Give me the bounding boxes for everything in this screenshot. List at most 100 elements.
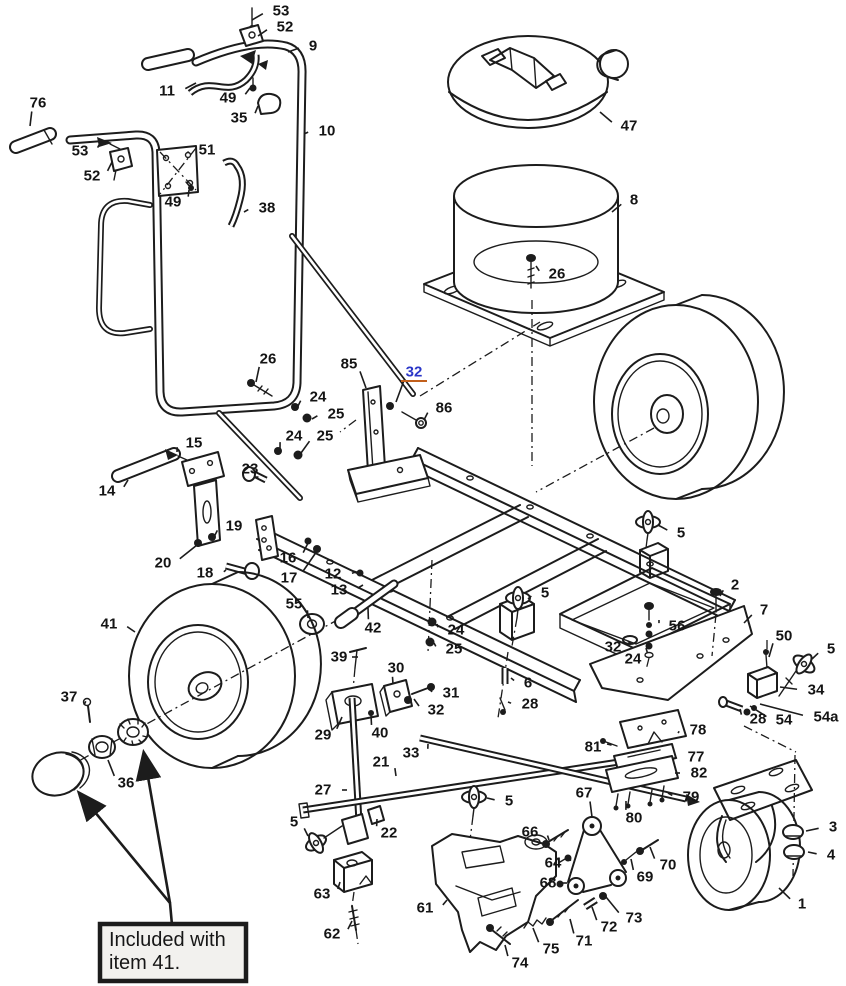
part-label-19: 19 bbox=[226, 518, 243, 535]
leader-line-16 bbox=[302, 542, 309, 553]
leader-line-38 bbox=[243, 208, 249, 213]
part-label-27: 27 bbox=[315, 782, 332, 799]
part-label-41: 41 bbox=[101, 616, 118, 633]
leader-line-14 bbox=[123, 479, 129, 488]
part-label-38: 38 bbox=[259, 200, 276, 217]
part-label-49-2: 49 bbox=[165, 194, 182, 211]
leader-line-77 bbox=[672, 757, 678, 760]
part-label-52: 52 bbox=[277, 19, 294, 36]
leader-line-41 bbox=[126, 625, 136, 633]
part-label-29: 29 bbox=[315, 727, 332, 744]
part-label-32-3: 32 bbox=[605, 639, 622, 656]
part-label-5-4: 5 bbox=[290, 814, 298, 831]
part-label-86: 86 bbox=[436, 400, 453, 417]
part-label-37: 37 bbox=[61, 689, 78, 706]
leader-line-30 bbox=[391, 676, 394, 685]
leader-line-81 bbox=[606, 743, 612, 746]
part-label-74: 74 bbox=[512, 955, 529, 972]
leader-line-52-2 bbox=[106, 161, 113, 172]
part-label-25-2: 25 bbox=[317, 428, 334, 445]
part-label-72: 72 bbox=[601, 919, 618, 936]
part-label-53: 53 bbox=[273, 3, 290, 20]
part-label-39: 39 bbox=[331, 649, 348, 666]
note-box: Included with item 41. bbox=[76, 748, 249, 984]
part-label-34: 34 bbox=[808, 682, 825, 699]
part-label-18: 18 bbox=[197, 565, 214, 582]
leader-line-24-4 bbox=[645, 647, 649, 654]
leader-line-79 bbox=[667, 792, 673, 797]
leader-line-61 bbox=[442, 899, 448, 906]
leader-line-49-2 bbox=[187, 189, 190, 197]
part-label-73: 73 bbox=[626, 910, 643, 927]
leader-line-32 bbox=[395, 379, 405, 403]
bracket-85 bbox=[339, 321, 541, 503]
part-label-25: 25 bbox=[328, 406, 345, 423]
leader-line-1 bbox=[778, 887, 791, 900]
leader-line-49 bbox=[244, 87, 251, 95]
leader-line-63 bbox=[337, 881, 341, 890]
leader-line-70 bbox=[649, 846, 656, 859]
drum-8 bbox=[423, 164, 665, 466]
part-label-8: 8 bbox=[630, 192, 638, 209]
note-rect bbox=[97, 921, 249, 984]
leader-line-76 bbox=[29, 111, 33, 127]
leader-line-69 bbox=[630, 858, 635, 871]
part-label-4: 4 bbox=[827, 847, 836, 864]
hub-cap bbox=[31, 751, 91, 797]
leader-line-78 bbox=[677, 730, 680, 734]
leader-line-71 bbox=[569, 918, 575, 934]
leader-line-73 bbox=[605, 896, 620, 914]
part-label-26-2: 26 bbox=[260, 351, 277, 368]
part-label-5-3: 5 bbox=[827, 641, 835, 658]
part-label-81: 81 bbox=[585, 739, 602, 756]
part-label-32[interactable]: 32 bbox=[406, 364, 423, 381]
leader-line-37 bbox=[83, 700, 87, 706]
note-line-2: item 41. bbox=[109, 952, 180, 974]
part-label-11: 11 bbox=[159, 83, 175, 100]
part-label-78: 78 bbox=[690, 722, 707, 739]
leader-line-7 bbox=[743, 614, 753, 624]
leader-line-86 bbox=[423, 412, 429, 421]
leader-line-40 bbox=[370, 714, 373, 725]
part-label-56: 56 bbox=[669, 618, 686, 635]
part-label-35: 35 bbox=[231, 110, 248, 127]
leader-line-12 bbox=[351, 571, 357, 574]
part-label-5: 5 bbox=[541, 585, 549, 602]
part-label-28: 28 bbox=[750, 711, 767, 728]
part-label-67: 67 bbox=[576, 785, 593, 802]
leader-line-25 bbox=[311, 415, 318, 420]
leader-line-5-5 bbox=[486, 797, 495, 801]
note-line-1: Included with bbox=[109, 929, 226, 951]
leader-line-24-3 bbox=[436, 623, 439, 628]
lid-handle bbox=[481, 47, 567, 91]
part-label-31: 31 bbox=[443, 685, 460, 702]
part-label-77: 77 bbox=[688, 749, 705, 766]
part-label-24-3: 24 bbox=[448, 622, 465, 639]
leader-line-74 bbox=[504, 944, 509, 957]
leader-line-66 bbox=[546, 835, 550, 841]
part-label-42: 42 bbox=[365, 620, 382, 637]
linkage-67 bbox=[542, 816, 659, 926]
part-label-47: 47 bbox=[621, 118, 638, 135]
leader-line-85 bbox=[359, 371, 367, 389]
part-label-24-2: 24 bbox=[286, 428, 303, 445]
lid-47 bbox=[447, 35, 629, 129]
leader-line-11 bbox=[184, 82, 197, 90]
part-label-71: 71 bbox=[576, 933, 593, 950]
knobs bbox=[461, 510, 816, 841]
part-label-1: 1 bbox=[798, 896, 806, 913]
leader-line-8 bbox=[611, 203, 622, 213]
part-label-62: 62 bbox=[324, 926, 341, 943]
leader-line-53-2 bbox=[96, 142, 101, 149]
part-label-13: 13 bbox=[331, 582, 348, 599]
part-label-52-2: 52 bbox=[84, 168, 101, 185]
leader-line-35 bbox=[254, 105, 259, 114]
right-end-hardware bbox=[622, 588, 797, 753]
part-label-5-2: 5 bbox=[677, 525, 685, 542]
brace-struts bbox=[111, 233, 416, 580]
part-label-55: 55 bbox=[286, 596, 303, 613]
part-label-79: 79 bbox=[683, 789, 700, 806]
leader-line-5-3 bbox=[811, 652, 819, 660]
part-label-28-2: 28 bbox=[522, 696, 539, 713]
part-label-7: 7 bbox=[760, 602, 768, 619]
